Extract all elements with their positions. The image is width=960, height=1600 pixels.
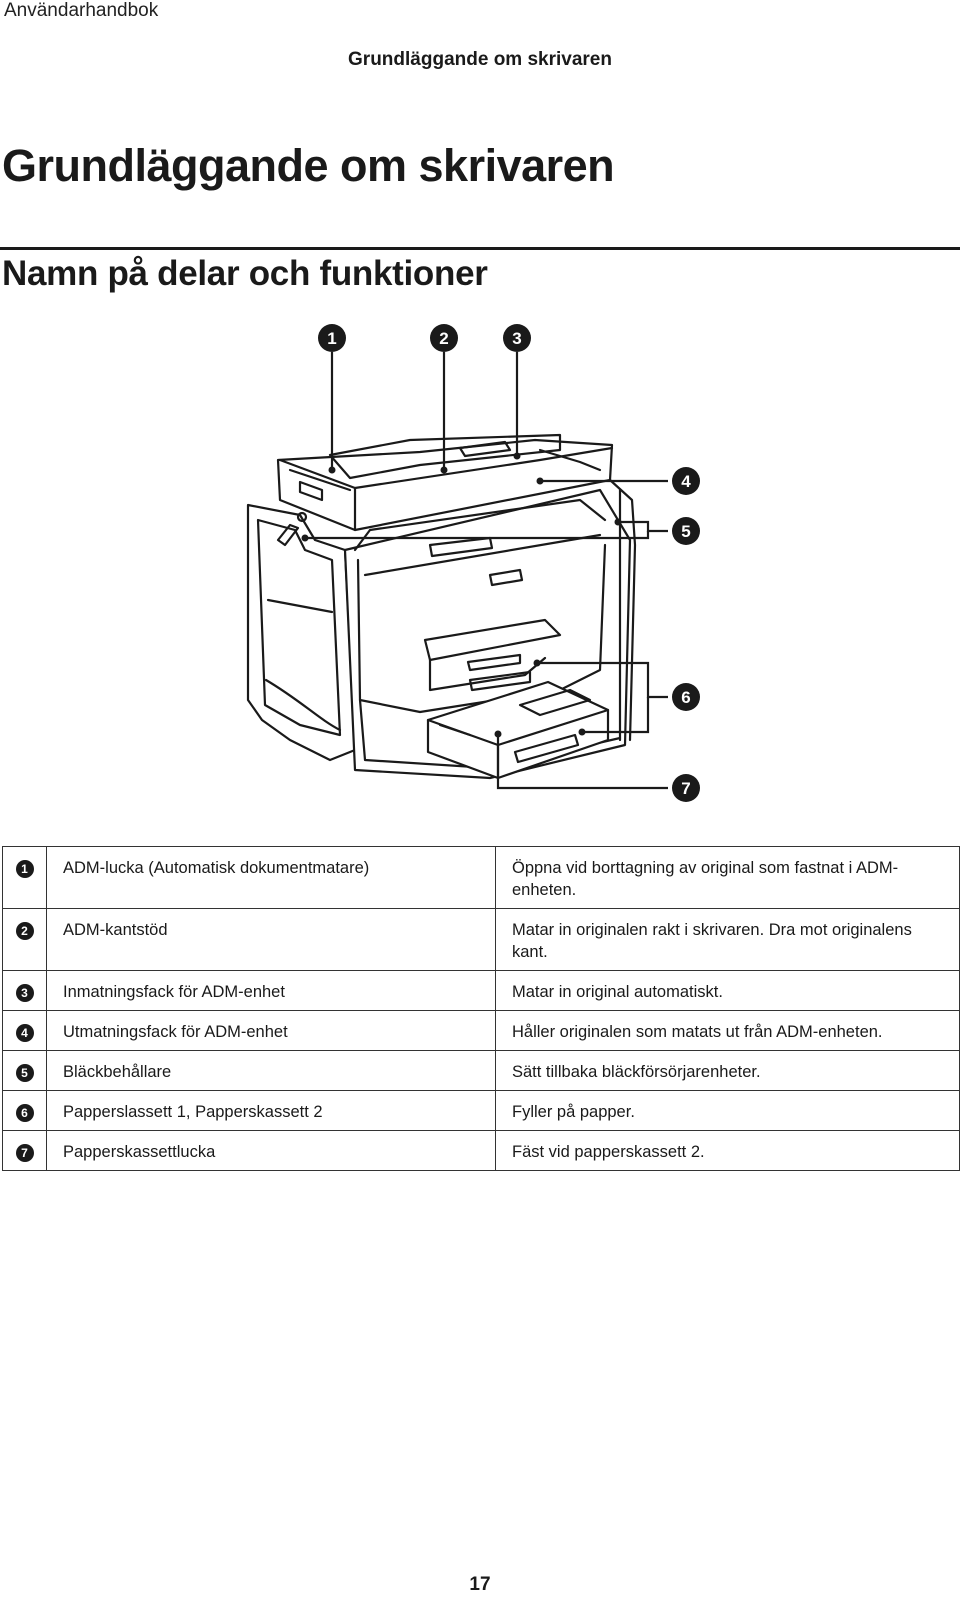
printer-illustration: 1 2 3 4 5 6 7 [246, 324, 700, 802]
table-row: 1 ADM-lucka (Automatisk dokumentmatare) … [2, 846, 960, 909]
part-description: Matar in originalen rakt i skrivaren. Dr… [495, 908, 960, 971]
row-number-badge: 2 [15, 922, 34, 940]
svg-text:5: 5 [681, 522, 690, 541]
part-name: Utmatningsfack för ADM-enhet [46, 1010, 496, 1051]
part-name: Papperskassettlucka [46, 1130, 496, 1171]
table-row: 5 Bläckbehållare Sätt tillbaka bläckförs… [2, 1050, 960, 1091]
part-name: Bläckbehållare [46, 1050, 496, 1091]
part-description: Fäst vid papperskassett 2. [495, 1130, 960, 1171]
part-name: Papperslassett 1, Papperskassett 2 [46, 1090, 496, 1131]
svg-text:4: 4 [681, 472, 691, 491]
svg-text:1: 1 [327, 329, 336, 348]
callout-5: 5 [672, 517, 700, 545]
svg-text:7: 7 [681, 779, 690, 798]
part-description: Fyller på papper. [495, 1090, 960, 1131]
part-name: ADM-kantstöd [46, 908, 496, 971]
callout-6: 6 [672, 683, 700, 711]
callout-4: 4 [672, 467, 700, 495]
title-rule [0, 247, 960, 250]
svg-text:6: 6 [681, 688, 690, 707]
parts-table: 1 ADM-lucka (Automatisk dokumentmatare) … [2, 846, 960, 1171]
callout-1: 1 [318, 324, 346, 352]
callout-3: 3 [503, 324, 531, 352]
part-description: Håller originalen som matats ut från ADM… [495, 1010, 960, 1051]
page-number: 17 [469, 1574, 491, 1595]
chapter-title: Grundläggande om skrivaren [2, 140, 615, 191]
row-number-badge: 1 [15, 860, 34, 878]
row-number-badge: 7 [15, 1144, 34, 1162]
table-row: 4 Utmatningsfack för ADM-enhet Håller or… [2, 1010, 960, 1051]
part-description: Öppna vid borttagning av original som fa… [495, 846, 960, 909]
row-number-badge: 5 [15, 1064, 34, 1082]
row-number-badge: 4 [15, 1024, 34, 1042]
svg-text:3: 3 [512, 329, 521, 348]
callout-2: 2 [430, 324, 458, 352]
svg-text:2: 2 [439, 329, 448, 348]
subsection-title: Namn på delar och funktioner [2, 254, 488, 293]
row-number-badge: 6 [15, 1104, 34, 1122]
table-row: 6 Papperslassett 1, Papperskassett 2 Fyl… [2, 1090, 960, 1131]
section-header: Grundläggande om skrivaren [348, 49, 612, 70]
table-row: 7 Papperskassettlucka Fäst vid papperska… [2, 1130, 960, 1171]
running-head: Användarhandbok [4, 0, 159, 21]
row-number-badge: 3 [15, 984, 34, 1002]
part-description: Matar in original automatiskt. [495, 970, 960, 1011]
table-row: 2 ADM-kantstöd Matar in originalen rakt … [2, 908, 960, 971]
part-description: Sätt tillbaka bläckförsörjarenheter. [495, 1050, 960, 1091]
part-name: Inmatningsfack för ADM-enhet [46, 970, 496, 1011]
part-name: ADM-lucka (Automatisk dokumentmatare) [46, 846, 496, 909]
callout-7: 7 [672, 774, 700, 802]
table-row: 3 Inmatningsfack för ADM-enhet Matar in … [2, 970, 960, 1011]
